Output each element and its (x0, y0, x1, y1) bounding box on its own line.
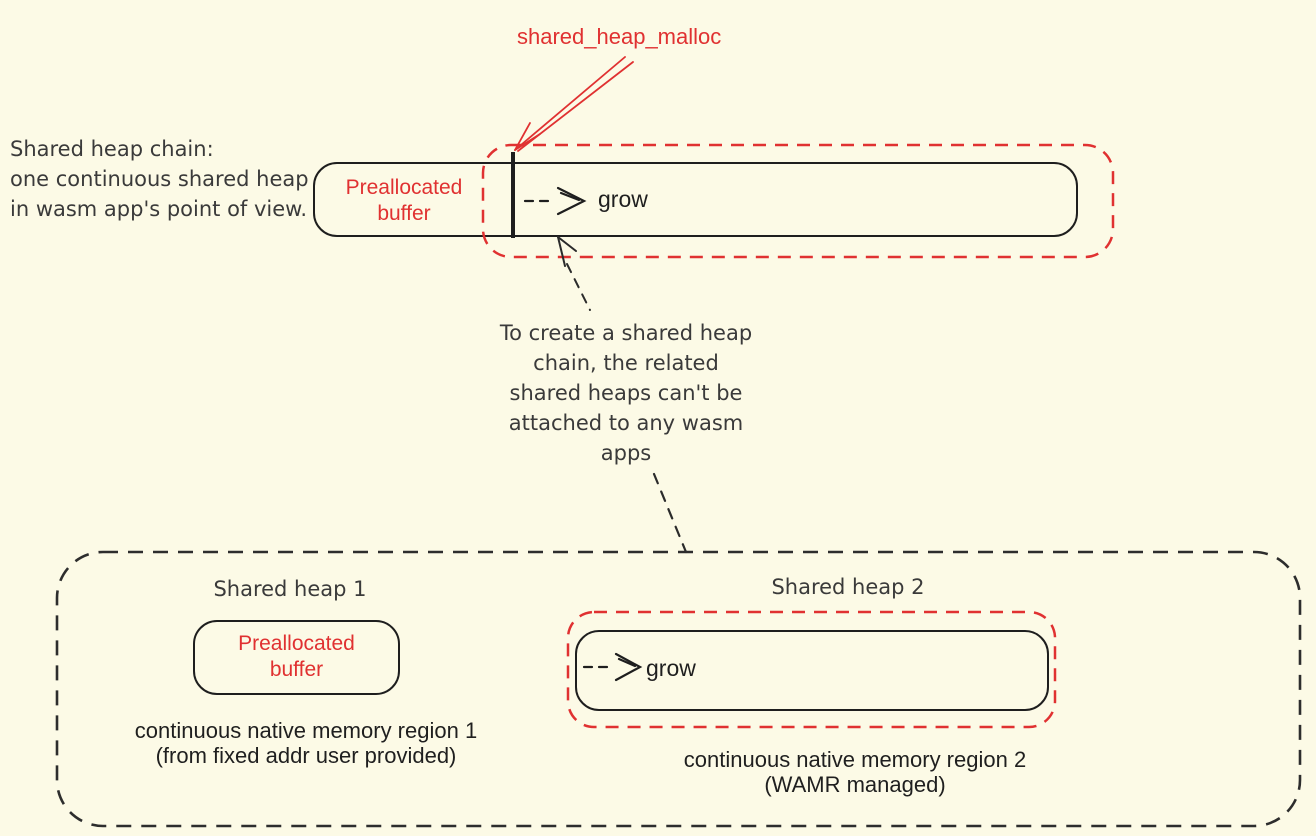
caption-line: continuous native memory region 1 (134, 718, 478, 743)
shared-heap-chain-caption: Shared heap chain: one continuous shared… (10, 134, 309, 224)
heap1-caption: continuous native memory region 1 (from … (115, 718, 497, 768)
heap2-red-dashed-outline (566, 610, 1057, 729)
note-connector-dashed-line (652, 472, 688, 554)
caption-line: continuous native memory region 2 (683, 747, 1027, 772)
prealloc-buffer-label-top: Preallocated buffer (330, 175, 478, 227)
caption-line: one continuous shared heap (10, 167, 309, 191)
prealloc-line: Preallocated (345, 176, 463, 199)
caption-line: in wasm app's point of view. (10, 197, 308, 221)
shared-heap-chain-dashed-outline (481, 143, 1115, 259)
shared-heap1-title: Shared heap 1 (213, 577, 367, 601)
note-line: apps (600, 441, 652, 465)
native-memory-dashed-container (55, 550, 1302, 828)
grow-arrow-icon (523, 186, 587, 216)
note-line: To create a shared heap (499, 321, 753, 345)
grow-label-heap2: grow (646, 655, 696, 681)
note-line: attached to any wasm (508, 411, 744, 435)
note-text: To create a shared heap chain, the relat… (494, 318, 758, 468)
heap-boundary-tick (511, 152, 515, 238)
caption-line: Shared heap chain: (10, 137, 214, 161)
note-line: shared heaps can't be (509, 381, 743, 405)
prealloc-line: buffer (377, 202, 431, 225)
prealloc-line: buffer (269, 658, 324, 681)
prealloc-buffer-label-heap1: Preallocated buffer (193, 631, 400, 683)
heap1-prealloc-box (193, 620, 400, 695)
heap2-caption: continuous native memory region 2 (WAMR … (665, 747, 1045, 797)
caption-line: (WAMR managed) (764, 772, 946, 797)
note-callout-arrow-icon (557, 236, 591, 311)
heap2-growable-box (575, 630, 1049, 711)
note-line: chain, the related (533, 351, 719, 375)
shared-heap2-title: Shared heap 2 (771, 575, 925, 599)
caption-line: (from fixed addr user provided) (155, 743, 457, 768)
grow-label-top: grow (598, 186, 648, 212)
prealloc-line: Preallocated (238, 632, 355, 655)
grow-arrow-icon (582, 652, 643, 682)
shared-heap-bar (313, 162, 1078, 237)
malloc-label: shared_heap_malloc (517, 24, 722, 49)
